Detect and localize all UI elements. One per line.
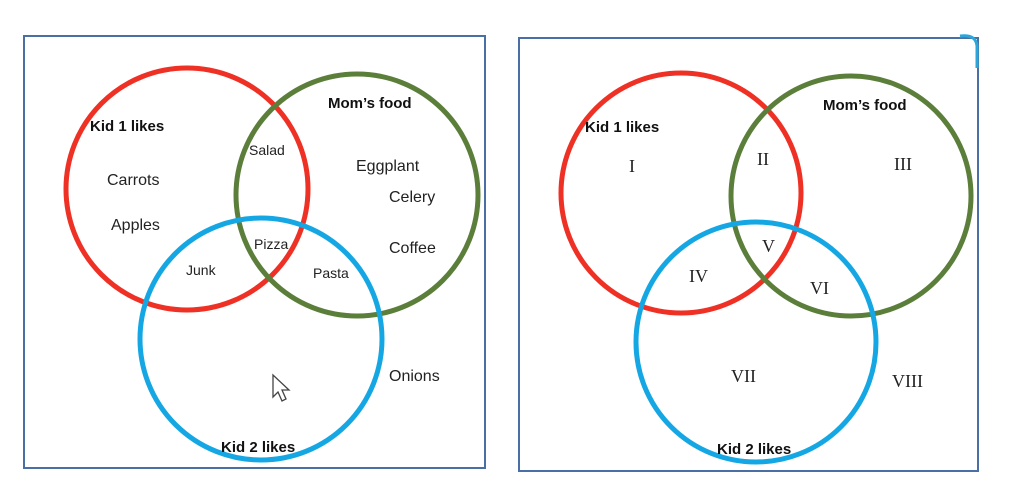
mom-food-label: Mom’s food — [328, 95, 412, 112]
region-VIII: VIII — [892, 371, 923, 391]
item-eggplant: Eggplant — [356, 158, 420, 175]
item-apples: Apples — [111, 217, 160, 234]
region-III: III — [894, 154, 912, 174]
bracket-mark-icon — [959, 34, 979, 68]
left-venn-diagram: Kid 1 likes Mom’s food Kid 2 likes Carro… — [23, 35, 486, 469]
kid1-circle — [558, 70, 804, 316]
right-venn-diagram: Kid 1 likes Mom’s food Kid 2 likes I II … — [518, 37, 979, 472]
kid2-circle — [633, 219, 879, 465]
item-onions: Onions — [389, 368, 440, 385]
mom-food-label: Mom’s food — [823, 97, 907, 114]
kid1-circle — [63, 65, 311, 313]
region-VI: VI — [810, 278, 829, 298]
item-coffee: Coffee — [389, 240, 436, 257]
item-pizza: Pizza — [254, 236, 288, 252]
item-salad: Salad — [249, 142, 285, 158]
kid2-label: Kid 2 likes — [717, 441, 791, 458]
kid1-label: Kid 1 likes — [90, 118, 164, 135]
item-pasta: Pasta — [313, 265, 349, 281]
item-junk: Junk — [186, 262, 217, 278]
region-I: I — [629, 156, 635, 176]
region-V: V — [762, 236, 775, 256]
mom-food-circle — [728, 73, 974, 319]
item-carrots: Carrots — [107, 172, 159, 189]
kid2-label: Kid 2 likes — [221, 439, 295, 456]
kid2-circle — [137, 215, 385, 463]
region-II: II — [757, 149, 769, 169]
mom-food-circle — [233, 71, 481, 319]
region-IV: IV — [689, 266, 708, 286]
mouse-cursor-icon — [272, 373, 291, 402]
region-VII: VII — [731, 366, 756, 386]
item-celery: Celery — [389, 189, 435, 206]
kid1-label: Kid 1 likes — [585, 119, 659, 136]
left-diagram-frame — [23, 35, 486, 469]
